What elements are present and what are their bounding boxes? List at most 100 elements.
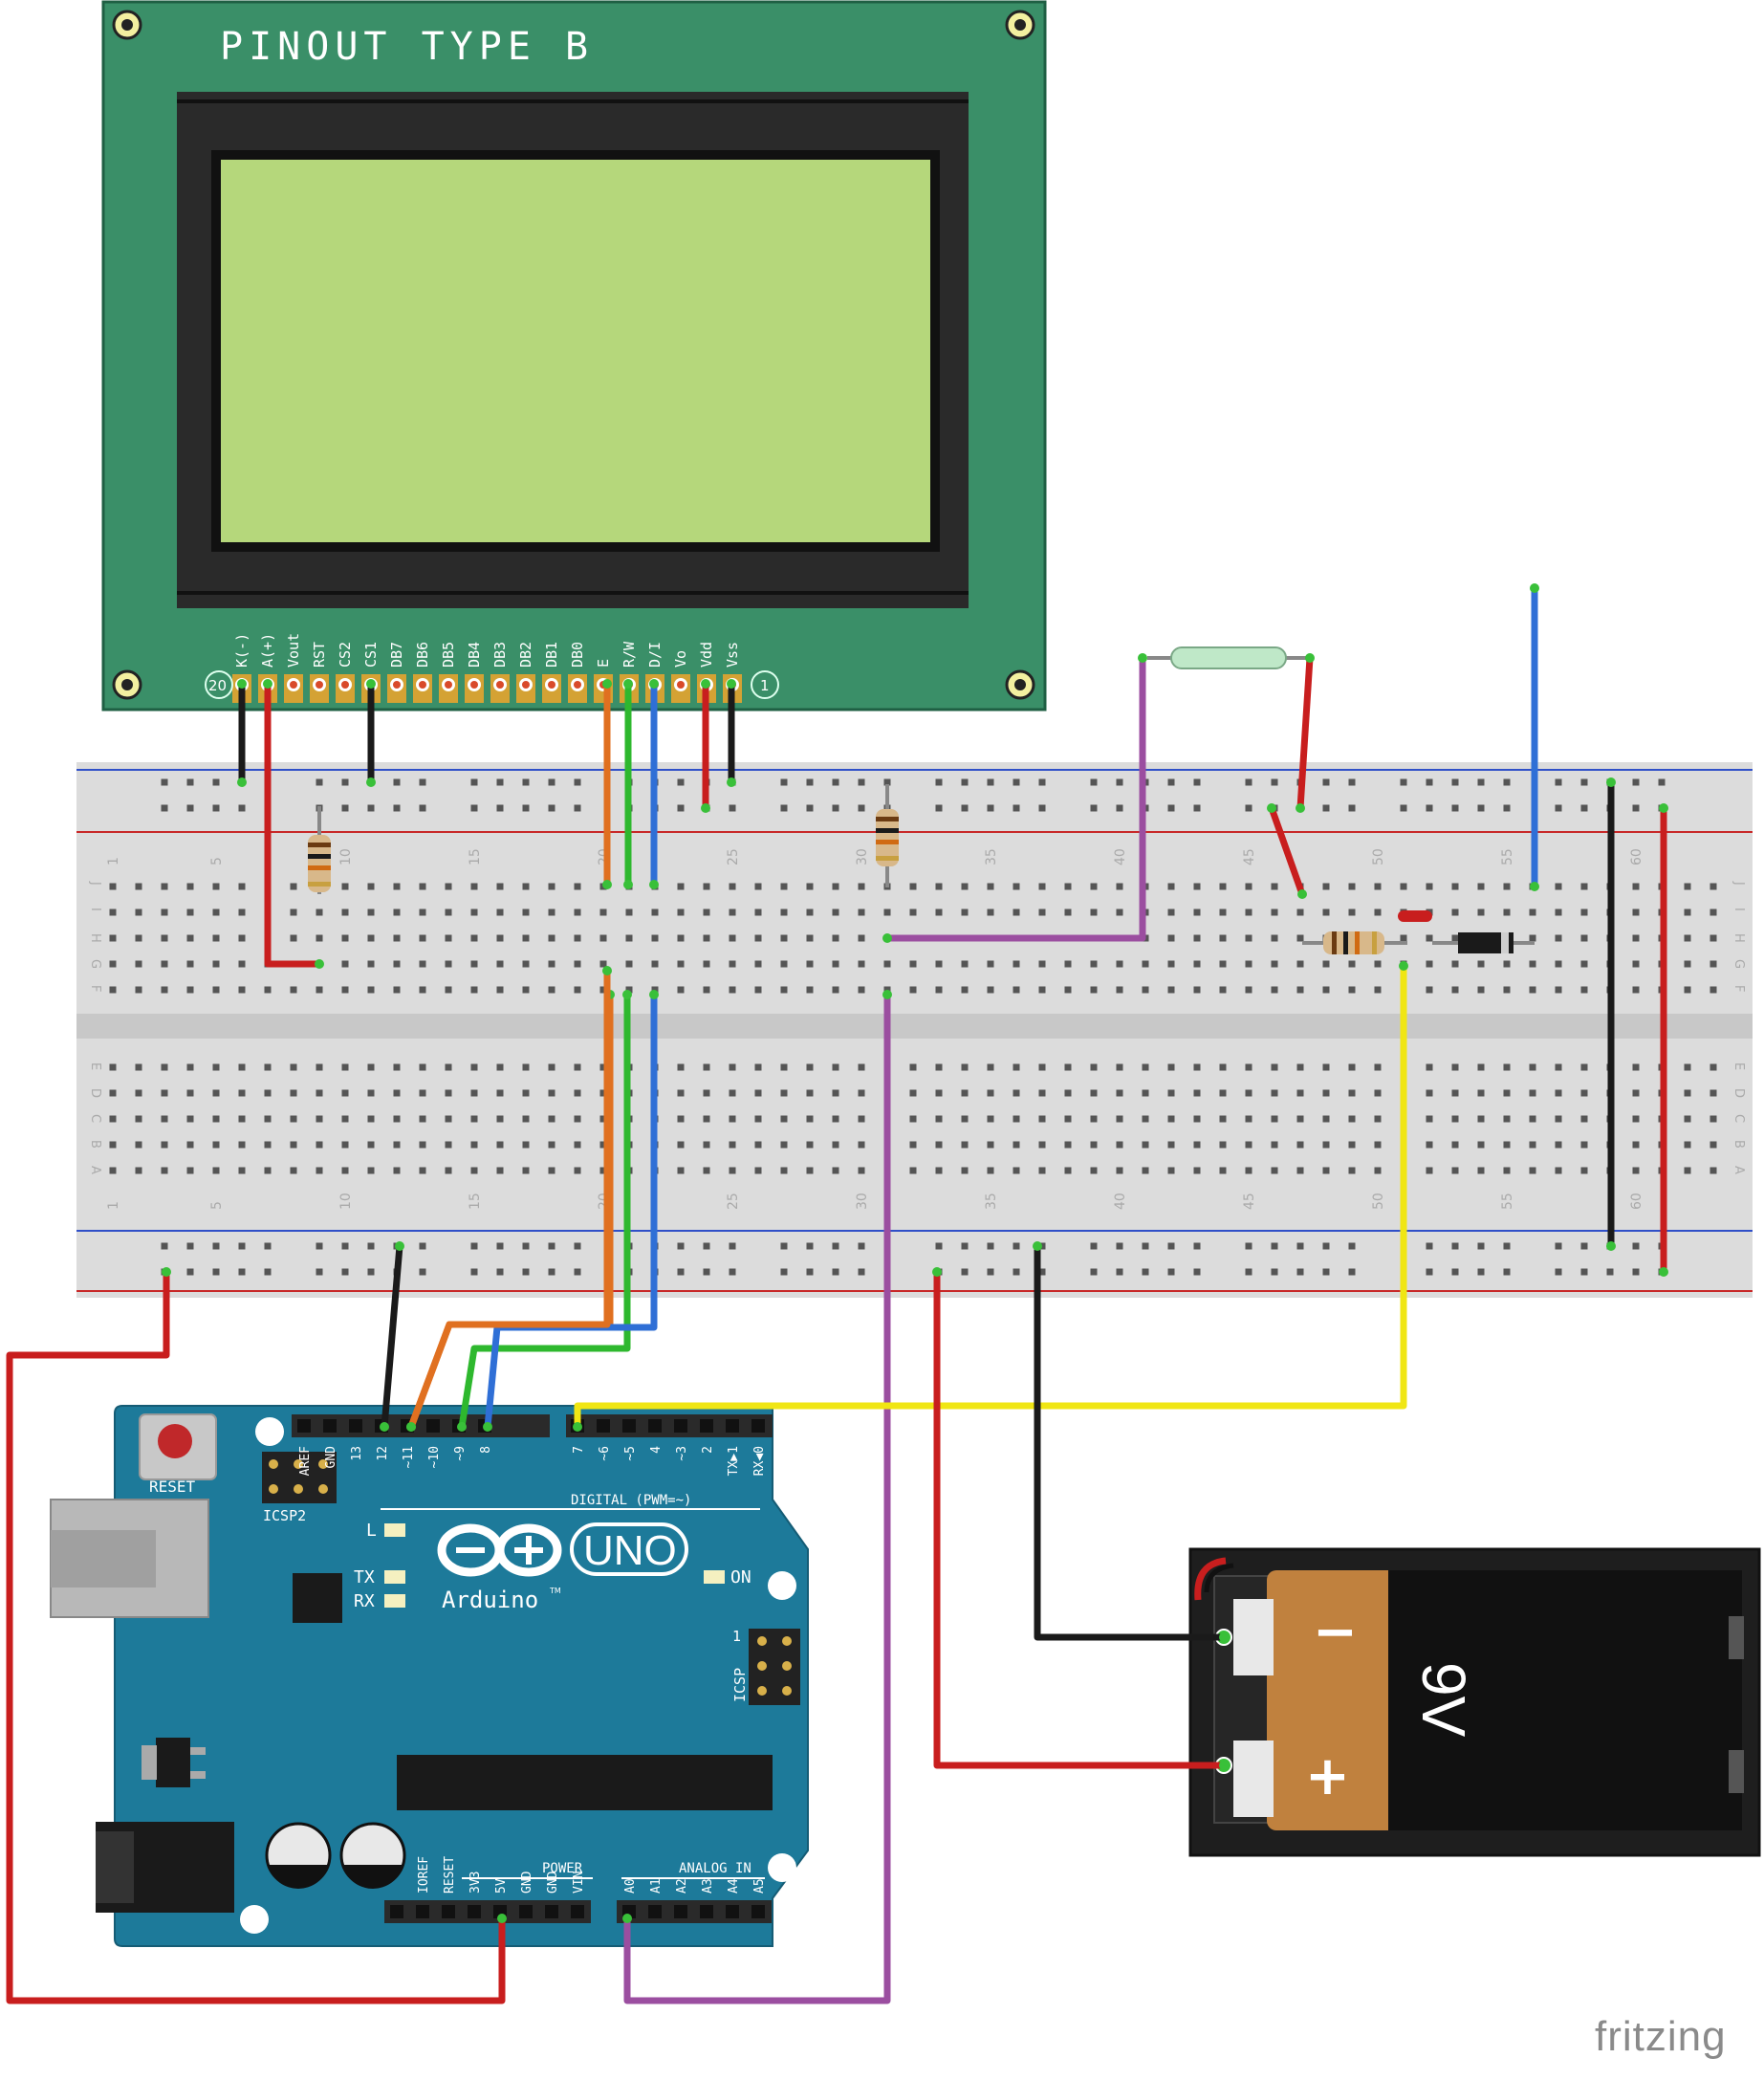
breadboard-rail-hole[interactable]	[1116, 778, 1123, 786]
breadboard-hole[interactable]	[1013, 960, 1020, 968]
breadboard-rail-hole[interactable]	[1555, 778, 1562, 786]
breadboard-hole[interactable]	[290, 986, 297, 994]
breadboard-hole[interactable]	[1038, 909, 1046, 916]
breadboard-hole[interactable]	[109, 1115, 117, 1123]
breadboard-hole[interactable]	[470, 1167, 478, 1174]
breadboard-hole[interactable]	[445, 960, 452, 968]
breadboard-rail-hole[interactable]	[729, 1268, 736, 1276]
breadboard-hole[interactable]	[677, 1089, 685, 1097]
breadboard-rail-hole[interactable]	[186, 1242, 194, 1250]
breadboard-hole[interactable]	[1503, 1115, 1511, 1123]
breadboard-rail-hole[interactable]	[987, 804, 994, 812]
breadboard-hole[interactable]	[1451, 1089, 1459, 1097]
breadboard-hole[interactable]	[109, 883, 117, 890]
breadboard-rail-hole[interactable]	[238, 1242, 246, 1250]
breadboard-hole[interactable]	[1374, 1141, 1382, 1149]
breadboard-hole[interactable]	[1013, 883, 1020, 890]
breadboard-rail-hole[interactable]	[1013, 778, 1020, 786]
breadboard-rail-hole[interactable]	[1322, 1242, 1330, 1250]
breadboard-hole[interactable]	[470, 934, 478, 942]
breadboard-rail-hole[interactable]	[1348, 1242, 1356, 1250]
wire-purple[interactable]	[883, 654, 1146, 942]
breadboard-hole[interactable]	[1271, 1167, 1278, 1174]
breadboard-hole[interactable]	[290, 934, 297, 942]
breadboard-hole[interactable]	[1684, 960, 1691, 968]
breadboard-rail-hole[interactable]	[548, 778, 555, 786]
breadboard-hole[interactable]	[1632, 1063, 1640, 1071]
breadboard-hole[interactable]	[1219, 1141, 1227, 1149]
breadboard-hole[interactable]	[883, 960, 891, 968]
breadboard-rail-hole[interactable]	[1580, 778, 1588, 786]
breadboard-hole[interactable]	[909, 1115, 917, 1123]
breadboard-hole[interactable]	[1090, 960, 1098, 968]
breadboard-hole[interactable]	[651, 960, 659, 968]
breadboard-hole[interactable]	[1322, 1167, 1330, 1174]
breadboard-hole[interactable]	[212, 883, 220, 890]
breadboard-rail-hole[interactable]	[496, 1242, 504, 1250]
breadboard-hole[interactable]	[135, 986, 142, 994]
breadboard-hole[interactable]	[548, 934, 555, 942]
breadboard-hole[interactable]	[393, 909, 401, 916]
breadboard-hole[interactable]	[1322, 1115, 1330, 1123]
breadboard-hole[interactable]	[1684, 909, 1691, 916]
breadboard-rail-hole[interactable]	[677, 1268, 685, 1276]
breadboard-hole[interactable]	[1142, 1089, 1149, 1097]
breadboard-hole[interactable]	[316, 986, 323, 994]
breadboard-rail-hole[interactable]	[212, 1268, 220, 1276]
breadboard-hole[interactable]	[367, 883, 375, 890]
breadboard-hole[interactable]	[109, 1063, 117, 1071]
breadboard-hole[interactable]	[625, 934, 633, 942]
breadboard-hole[interactable]	[1477, 1167, 1485, 1174]
breadboard-rail-hole[interactable]	[186, 778, 194, 786]
breadboard-hole[interactable]	[393, 1089, 401, 1097]
breadboard-hole[interactable]	[445, 1089, 452, 1097]
breadboard-rail-hole[interactable]	[806, 1242, 814, 1250]
breadboard-hole[interactable]	[1580, 883, 1588, 890]
breadboard-rail-hole[interactable]	[961, 778, 969, 786]
breadboard-hole[interactable]	[1529, 934, 1536, 942]
breadboard-rail-hole[interactable]	[1477, 1242, 1485, 1250]
breadboard-hole[interactable]	[1710, 986, 1717, 994]
breadboard-hole[interactable]	[806, 960, 814, 968]
breadboard-hole[interactable]	[1348, 909, 1356, 916]
breadboard-hole[interactable]	[961, 1141, 969, 1149]
wire-black[interactable]	[381, 1242, 403, 1431]
breadboard-hole[interactable]	[987, 1063, 994, 1071]
breadboard-hole[interactable]	[703, 909, 710, 916]
breadboard-rail-hole[interactable]	[987, 778, 994, 786]
breadboard-hole[interactable]	[832, 1089, 839, 1097]
breadboard-hole[interactable]	[161, 934, 168, 942]
breadboard-hole[interactable]	[186, 909, 194, 916]
breadboard-hole[interactable]	[1580, 1141, 1588, 1149]
breadboard-rail-hole[interactable]	[1322, 1268, 1330, 1276]
breadboard-hole[interactable]	[935, 1115, 943, 1123]
breadboard-hole[interactable]	[1555, 883, 1562, 890]
breadboard-hole[interactable]	[419, 909, 426, 916]
breadboard-hole[interactable]	[1245, 883, 1252, 890]
breadboard-rail-hole[interactable]	[212, 778, 220, 786]
breadboard-hole[interactable]	[470, 1089, 478, 1097]
breadboard-rail-hole[interactable]	[677, 1242, 685, 1250]
breadboard-hole[interactable]	[858, 1115, 865, 1123]
breadboard-rail-hole[interactable]	[1245, 1268, 1252, 1276]
breadboard-hole[interactable]	[393, 934, 401, 942]
breadboard-hole[interactable]	[161, 1141, 168, 1149]
breadboard-hole[interactable]	[729, 1141, 736, 1149]
breadboard-hole[interactable]	[1322, 986, 1330, 994]
breadboard-hole[interactable]	[1555, 1063, 1562, 1071]
breadboard-rail-hole[interactable]	[419, 804, 426, 812]
breadboard-hole[interactable]	[780, 934, 788, 942]
breadboard-rail-hole[interactable]	[729, 804, 736, 812]
breadboard-hole[interactable]	[1219, 1063, 1227, 1071]
breadboard-hole[interactable]	[419, 1115, 426, 1123]
breadboard-rail-hole[interactable]	[1658, 778, 1666, 786]
breadboard-rail-hole[interactable]	[935, 1242, 943, 1250]
breadboard-rail-hole[interactable]	[703, 1268, 710, 1276]
breadboard-hole[interactable]	[1632, 1089, 1640, 1097]
breadboard-hole[interactable]	[186, 1115, 194, 1123]
breadboard-hole[interactable]	[290, 1167, 297, 1174]
breadboard-rail-hole[interactable]	[316, 1268, 323, 1276]
breadboard-hole[interactable]	[445, 1167, 452, 1174]
breadboard-hole[interactable]	[238, 1089, 246, 1097]
breadboard-rail-hole[interactable]	[1503, 778, 1511, 786]
